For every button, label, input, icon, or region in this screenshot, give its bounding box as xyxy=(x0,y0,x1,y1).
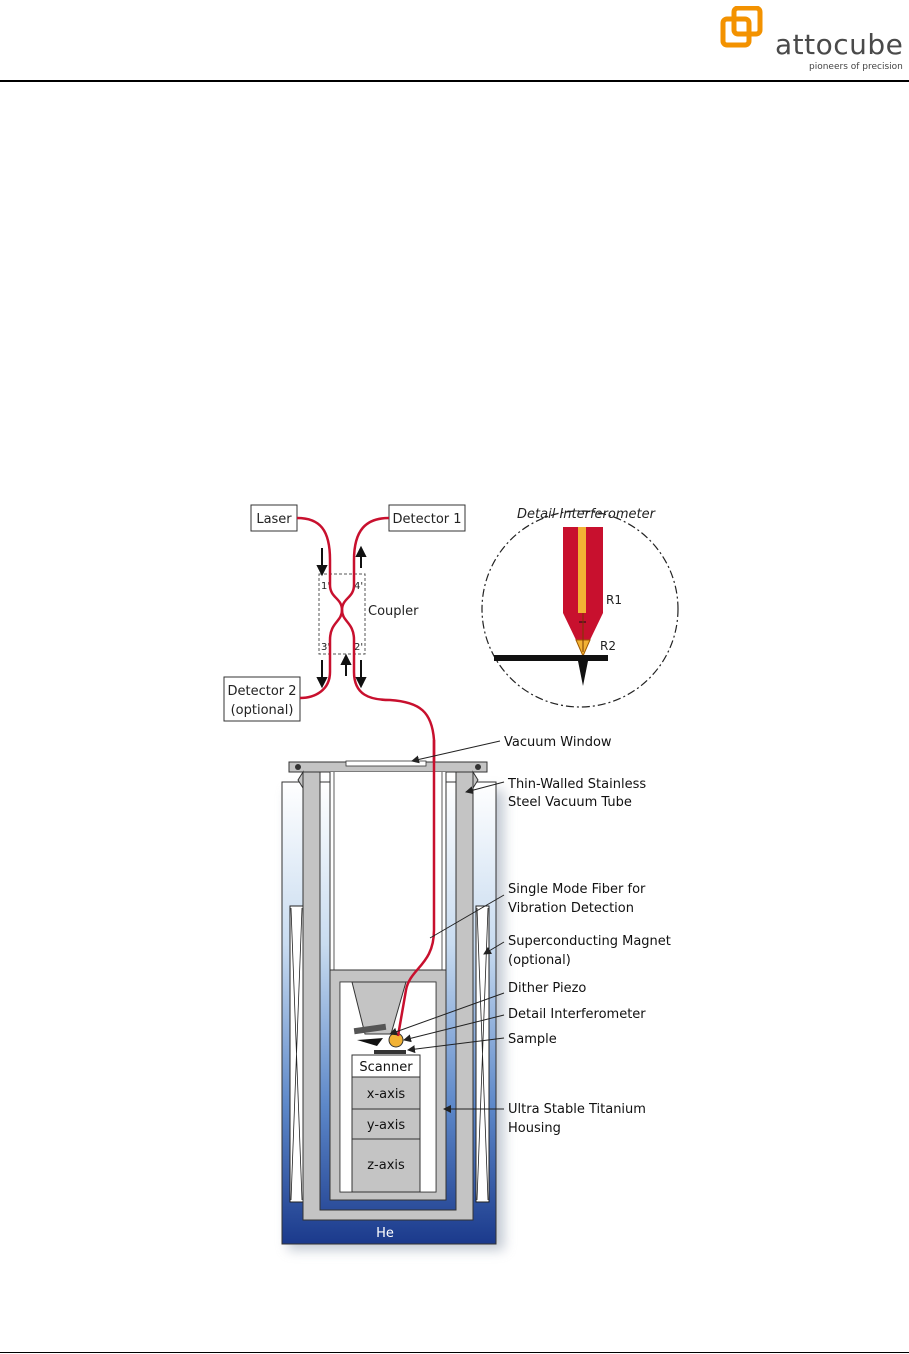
callout-magnet-line1: Superconducting Magnet xyxy=(508,934,671,949)
coupler-port-4: 4' xyxy=(354,581,363,592)
callout-fiber-line1: Single Mode Fiber for xyxy=(508,882,646,897)
cryostat: Scanner x-axis y-axis z-axis He xyxy=(281,740,504,1250)
y-axis-block xyxy=(351,1108,421,1140)
bath-label: He xyxy=(376,1226,394,1241)
callout-vacuum-tube-line2: Steel Vacuum Tube xyxy=(508,795,632,810)
callout-labels: Vacuum Window Thin-Walled Stainless Stee… xyxy=(504,735,671,1136)
callout-fiber-line2: Vibration Detection xyxy=(508,901,634,916)
callout-vacuum-window: Vacuum Window xyxy=(504,735,612,750)
x-axis-block xyxy=(351,1076,421,1110)
magnet-coil-right xyxy=(475,905,490,1203)
callout-vacuum-tube-line1: Thin-Walled Stainless xyxy=(507,777,646,792)
detail-interferometer-inset: Detail Interferometer R1 R2 xyxy=(481,507,679,708)
logo-tagline: pioneers of precision xyxy=(809,62,903,72)
z-axis-label: z-axis xyxy=(367,1158,405,1173)
direction-arrows xyxy=(316,545,367,689)
callout-sample: Sample xyxy=(508,1032,557,1047)
coupler-port-1: 1' xyxy=(321,581,330,592)
detail-r1: R1 xyxy=(606,593,622,607)
coupler-label: Coupler xyxy=(368,604,419,619)
detector2-label-line2: (optional) xyxy=(231,703,294,718)
x-axis-label: x-axis xyxy=(367,1087,406,1102)
callouts xyxy=(389,740,505,1113)
callout-detail-interferometer: Detail Interferometer xyxy=(508,1007,646,1022)
callout-magnet-line2: (optional) xyxy=(508,953,571,968)
callout-dither-piezo: Dither Piezo xyxy=(508,981,586,996)
fiber-schematic: Laser Detector 1 Detector 2 (optional) C… xyxy=(223,504,466,1031)
detector1-box xyxy=(388,504,466,532)
magnet-coil-left xyxy=(289,905,304,1203)
laser-label: Laser xyxy=(256,512,292,527)
logo-wordmark: attocube xyxy=(775,28,904,61)
sample xyxy=(374,1050,406,1054)
z-axis-block xyxy=(351,1138,421,1193)
callout-housing-line2: Housing xyxy=(508,1121,561,1136)
header-rule xyxy=(0,80,909,82)
footer-rule xyxy=(0,1352,909,1353)
coupler-box xyxy=(318,573,366,655)
coupler-port-3: 3' xyxy=(321,642,330,653)
detector2-label-line1: Detector 2 xyxy=(227,684,296,699)
vacuum-window xyxy=(345,760,427,767)
callout-housing-line1: Ultra Stable Titanium xyxy=(508,1102,646,1117)
detail-r2: R2 xyxy=(600,639,616,653)
coupler-port-2: 2' xyxy=(354,642,363,653)
detector1-label: Detector 1 xyxy=(392,512,461,527)
detail-title: Detail Interferometer xyxy=(517,507,657,522)
y-axis-label: y-axis xyxy=(367,1118,405,1133)
logo-mark-icon xyxy=(720,6,763,48)
scanner-label: Scanner xyxy=(359,1060,413,1075)
attocube-logo: attocube pioneers of precision xyxy=(720,6,909,74)
